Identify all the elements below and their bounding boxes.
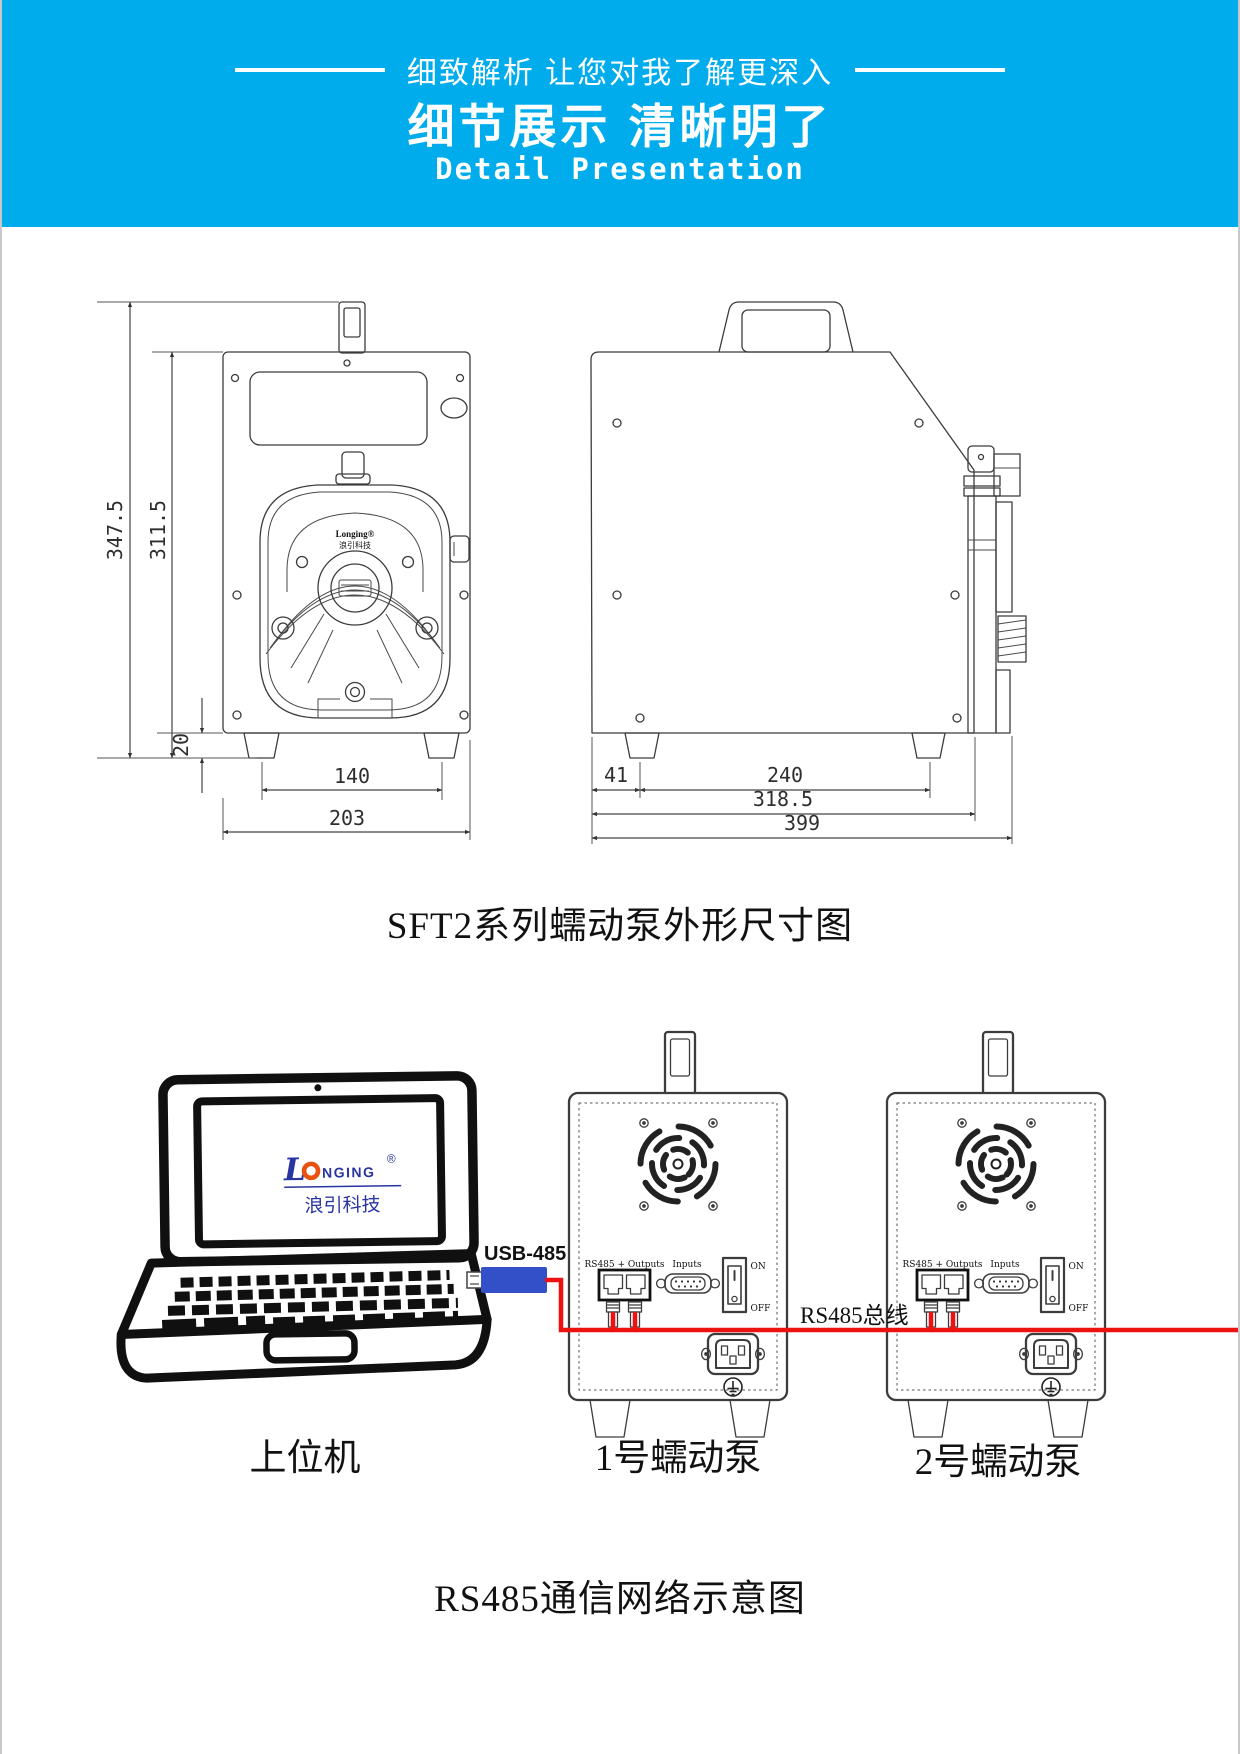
pump2-label: 2号蠕动泵 xyxy=(915,1442,1082,1483)
dim-side-foot-span: 240 xyxy=(767,763,803,787)
tagline-left-rule xyxy=(234,68,385,72)
front-view-dimensions: 347.5 311.5 20 140 203 xyxy=(97,301,471,840)
network-figure-caption: RS485通信网络示意图 xyxy=(434,1579,806,1620)
logo-registered-mark: ® xyxy=(387,1152,396,1166)
side-feet xyxy=(624,732,946,759)
header-tagline-row: 细致解析 让您对我了解更深入 xyxy=(2,48,1238,92)
header-banner: 细致解析 让您对我了解更深入 细节展示 清晰明了 Detail Presenta… xyxy=(2,0,1238,227)
dim-front-total-height: 347.5 xyxy=(103,500,127,560)
pump1-inputs-label: Inputs xyxy=(672,1260,702,1270)
laptop: L NGING ® 浪引科技 xyxy=(116,1071,492,1383)
pump1-switch-off-label: OFF xyxy=(751,1304,771,1314)
pump1-outputs-label: RS485 + Outputs xyxy=(585,1260,665,1270)
longing-logo: L NGING ® 浪引科技 xyxy=(283,1152,402,1217)
touchpad xyxy=(263,1330,358,1364)
side-handle xyxy=(718,301,854,353)
pump2-switch-off-label: OFF xyxy=(1069,1304,1089,1314)
pump1-switch-on-label: ON xyxy=(751,1262,766,1272)
dim-side-total-depth: 399 xyxy=(784,811,820,835)
rs485-network-figure: L NGING ® 浪引科技 xyxy=(116,940,1238,1483)
pump1-label: 1号蠕动泵 xyxy=(595,1438,762,1479)
head-logo-line2: 浪引科技 xyxy=(339,540,371,550)
header-title: 细节展示 清晰明了 xyxy=(407,100,833,153)
keyboard-keys xyxy=(161,1269,459,1330)
logo-rest: NGING xyxy=(322,1164,376,1181)
usb-plug-icon xyxy=(466,1271,483,1289)
dim-front-foot-height: 20 xyxy=(169,733,193,757)
laptop-base xyxy=(116,1249,492,1383)
tagline-right-rule xyxy=(855,68,1006,72)
pump2-switch-on-label: ON xyxy=(1069,1262,1084,1272)
side-panel-screws xyxy=(612,418,962,723)
side-view-dimensions: 41 240 318.5 399 xyxy=(591,736,1013,844)
dim-front-body-height: 311.5 xyxy=(146,500,170,560)
dim-side-front-offset: 41 xyxy=(604,763,628,787)
front-body xyxy=(222,351,471,734)
front-knob xyxy=(440,397,468,419)
pump1-rear-view: RS485 + Outputs Inputs ON OFF xyxy=(569,1032,787,1437)
adapter-body xyxy=(481,1267,547,1293)
usb485-adapter: USB-485 xyxy=(466,1243,566,1293)
dimension-drawing-figure: Longing® 浪引科技 xyxy=(97,301,1027,844)
webcam-icon xyxy=(314,1084,322,1092)
pump2-inputs-label: Inputs xyxy=(990,1260,1020,1270)
pump2-outputs-label: RS485 + Outputs xyxy=(903,1260,983,1270)
pump-head-front: Longing® 浪引科技 xyxy=(259,484,470,719)
pump-front-view: Longing® 浪引科技 xyxy=(222,301,471,759)
front-handle xyxy=(338,301,366,354)
dim-side-body-depth: 318.5 xyxy=(753,787,813,811)
head-side-knob xyxy=(449,535,470,563)
usb485-label: USB-485 xyxy=(484,1243,566,1265)
grip-hatching xyxy=(997,619,1027,657)
dimension-figure-caption: SFT2系列蠕动泵外形尺寸图 xyxy=(386,906,854,947)
host-label: 上位机 xyxy=(250,1437,361,1479)
logo-company: 浪引科技 xyxy=(304,1194,380,1217)
pump-head-inlet xyxy=(335,451,371,485)
header-subtitle-en: Detail Presentation xyxy=(435,152,805,186)
front-feet xyxy=(243,732,460,759)
side-body xyxy=(590,351,975,734)
front-panel-screws xyxy=(230,373,469,720)
head-logo-line1: Longing® xyxy=(336,529,375,539)
pump2-rear-view: RS485 + Outputs Inputs ON OFF xyxy=(887,1032,1105,1437)
rs485-bus-wire xyxy=(544,1277,1238,1333)
dim-front-foot-span: 140 xyxy=(334,764,370,788)
front-display-panel xyxy=(249,371,428,446)
pump-side-view xyxy=(590,301,1027,759)
logo-o-ring-icon xyxy=(301,1161,321,1181)
side-pump-head xyxy=(963,445,1027,734)
logo-initial: L xyxy=(283,1152,306,1188)
laptop-screen-inner xyxy=(193,1094,446,1249)
bus-label: RS485总线 xyxy=(800,1303,909,1328)
header-tagline: 细致解析 让您对我了解更深入 xyxy=(406,57,834,90)
dim-front-total-width: 203 xyxy=(329,806,365,830)
